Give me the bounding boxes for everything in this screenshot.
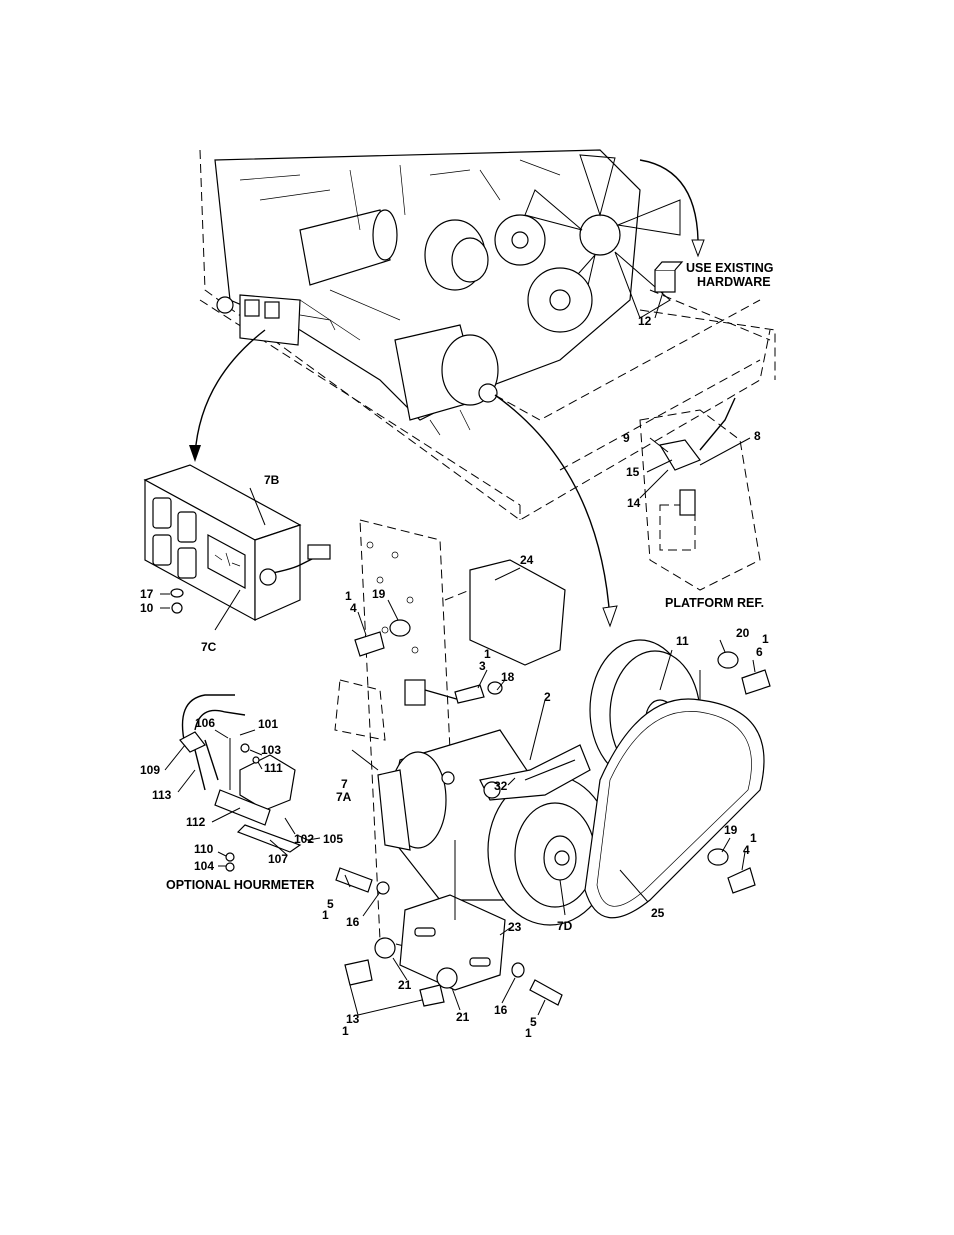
callout-19-upper: 19 <box>372 587 386 601</box>
callout-105: 105 <box>323 832 343 846</box>
callout-1-upper-left: 1 <box>345 589 352 603</box>
callout-1-right-lower: 1 <box>750 831 757 845</box>
callout-14: 14 <box>627 496 641 510</box>
callout-7: 7 <box>341 777 348 791</box>
callout-4-upper-left: 4 <box>350 601 357 615</box>
callout-104: 104 <box>194 859 214 873</box>
caption-hardware: HARDWARE <box>697 275 771 289</box>
callout-21-lower: 21 <box>456 1010 470 1024</box>
callout-7C: 7C <box>201 640 217 654</box>
callout-5-right: 5 <box>530 1015 537 1029</box>
callout-24: 24 <box>520 553 534 567</box>
callout-1-center: 1 <box>484 647 491 661</box>
callout-7D: 7D <box>557 919 573 933</box>
engine-assembly-illustration <box>199 149 776 521</box>
callout-16-right: 16 <box>494 1003 508 1017</box>
callout-32: 32 <box>494 779 508 793</box>
callout-106: 106 <box>195 716 215 730</box>
callout-2: 2 <box>544 690 551 704</box>
callout-23: 23 <box>508 920 522 934</box>
callout-25: 25 <box>651 906 665 920</box>
callout-112: 112 <box>186 815 206 829</box>
callout-8: 8 <box>754 429 761 443</box>
callout-110: 110 <box>194 842 214 856</box>
callout-19-lower: 19 <box>724 823 738 837</box>
callout-20: 20 <box>736 626 750 640</box>
callout-16-left: 16 <box>346 915 360 929</box>
callout-4-right-lower: 4 <box>743 843 750 857</box>
callout-labels: USE EXISTING HARDWARE 12 9 8 15 14 PLATF… <box>140 261 774 1040</box>
caption-optional-hourmeter: OPTIONAL HOURMETER <box>166 878 314 892</box>
callout-113: 113 <box>152 788 172 802</box>
platform-reference <box>639 397 761 591</box>
callout-12: 12 <box>638 314 652 328</box>
callout-13: 13 <box>346 1012 360 1026</box>
callout-7B: 7B <box>264 473 280 487</box>
callout-15: 15 <box>626 465 640 479</box>
callout-1-bottom-right: 1 <box>525 1026 532 1040</box>
callout-3: 3 <box>479 659 486 673</box>
callout-109: 109 <box>140 763 160 777</box>
callout-18: 18 <box>501 670 515 684</box>
caption-use-existing: USE EXISTING <box>686 261 774 275</box>
callout-5-left: 5 <box>327 897 334 911</box>
callout-1-right-upper: 1 <box>762 632 769 646</box>
generator-assembly-illustration <box>334 519 613 1007</box>
callout-17: 17 <box>140 587 154 601</box>
relay-illustration <box>649 261 771 341</box>
callout-102: 102 <box>294 832 314 846</box>
callout-21-upper: 21 <box>398 978 412 992</box>
callout-111: 111 <box>264 761 283 775</box>
caption-platform-ref: PLATFORM REF. <box>665 596 764 610</box>
callout-6: 6 <box>756 645 763 659</box>
outlet-box-illustration <box>143 464 331 622</box>
callout-1-bottom-left: 1 <box>342 1024 349 1038</box>
hourmeter-illustration <box>179 694 313 872</box>
callout-arrows <box>189 159 705 628</box>
callout-101: 101 <box>258 717 278 731</box>
leader-lines <box>160 291 756 1016</box>
pulley-and-belt-illustration <box>584 639 771 919</box>
callout-1-left-lower: 1 <box>322 908 329 922</box>
callout-11: 11 <box>676 634 689 648</box>
callout-10: 10 <box>140 601 154 615</box>
callout-9: 9 <box>623 431 630 445</box>
callout-7A: 7A <box>336 790 352 804</box>
callout-103: 103 <box>261 743 281 757</box>
callout-107: 107 <box>268 852 288 866</box>
